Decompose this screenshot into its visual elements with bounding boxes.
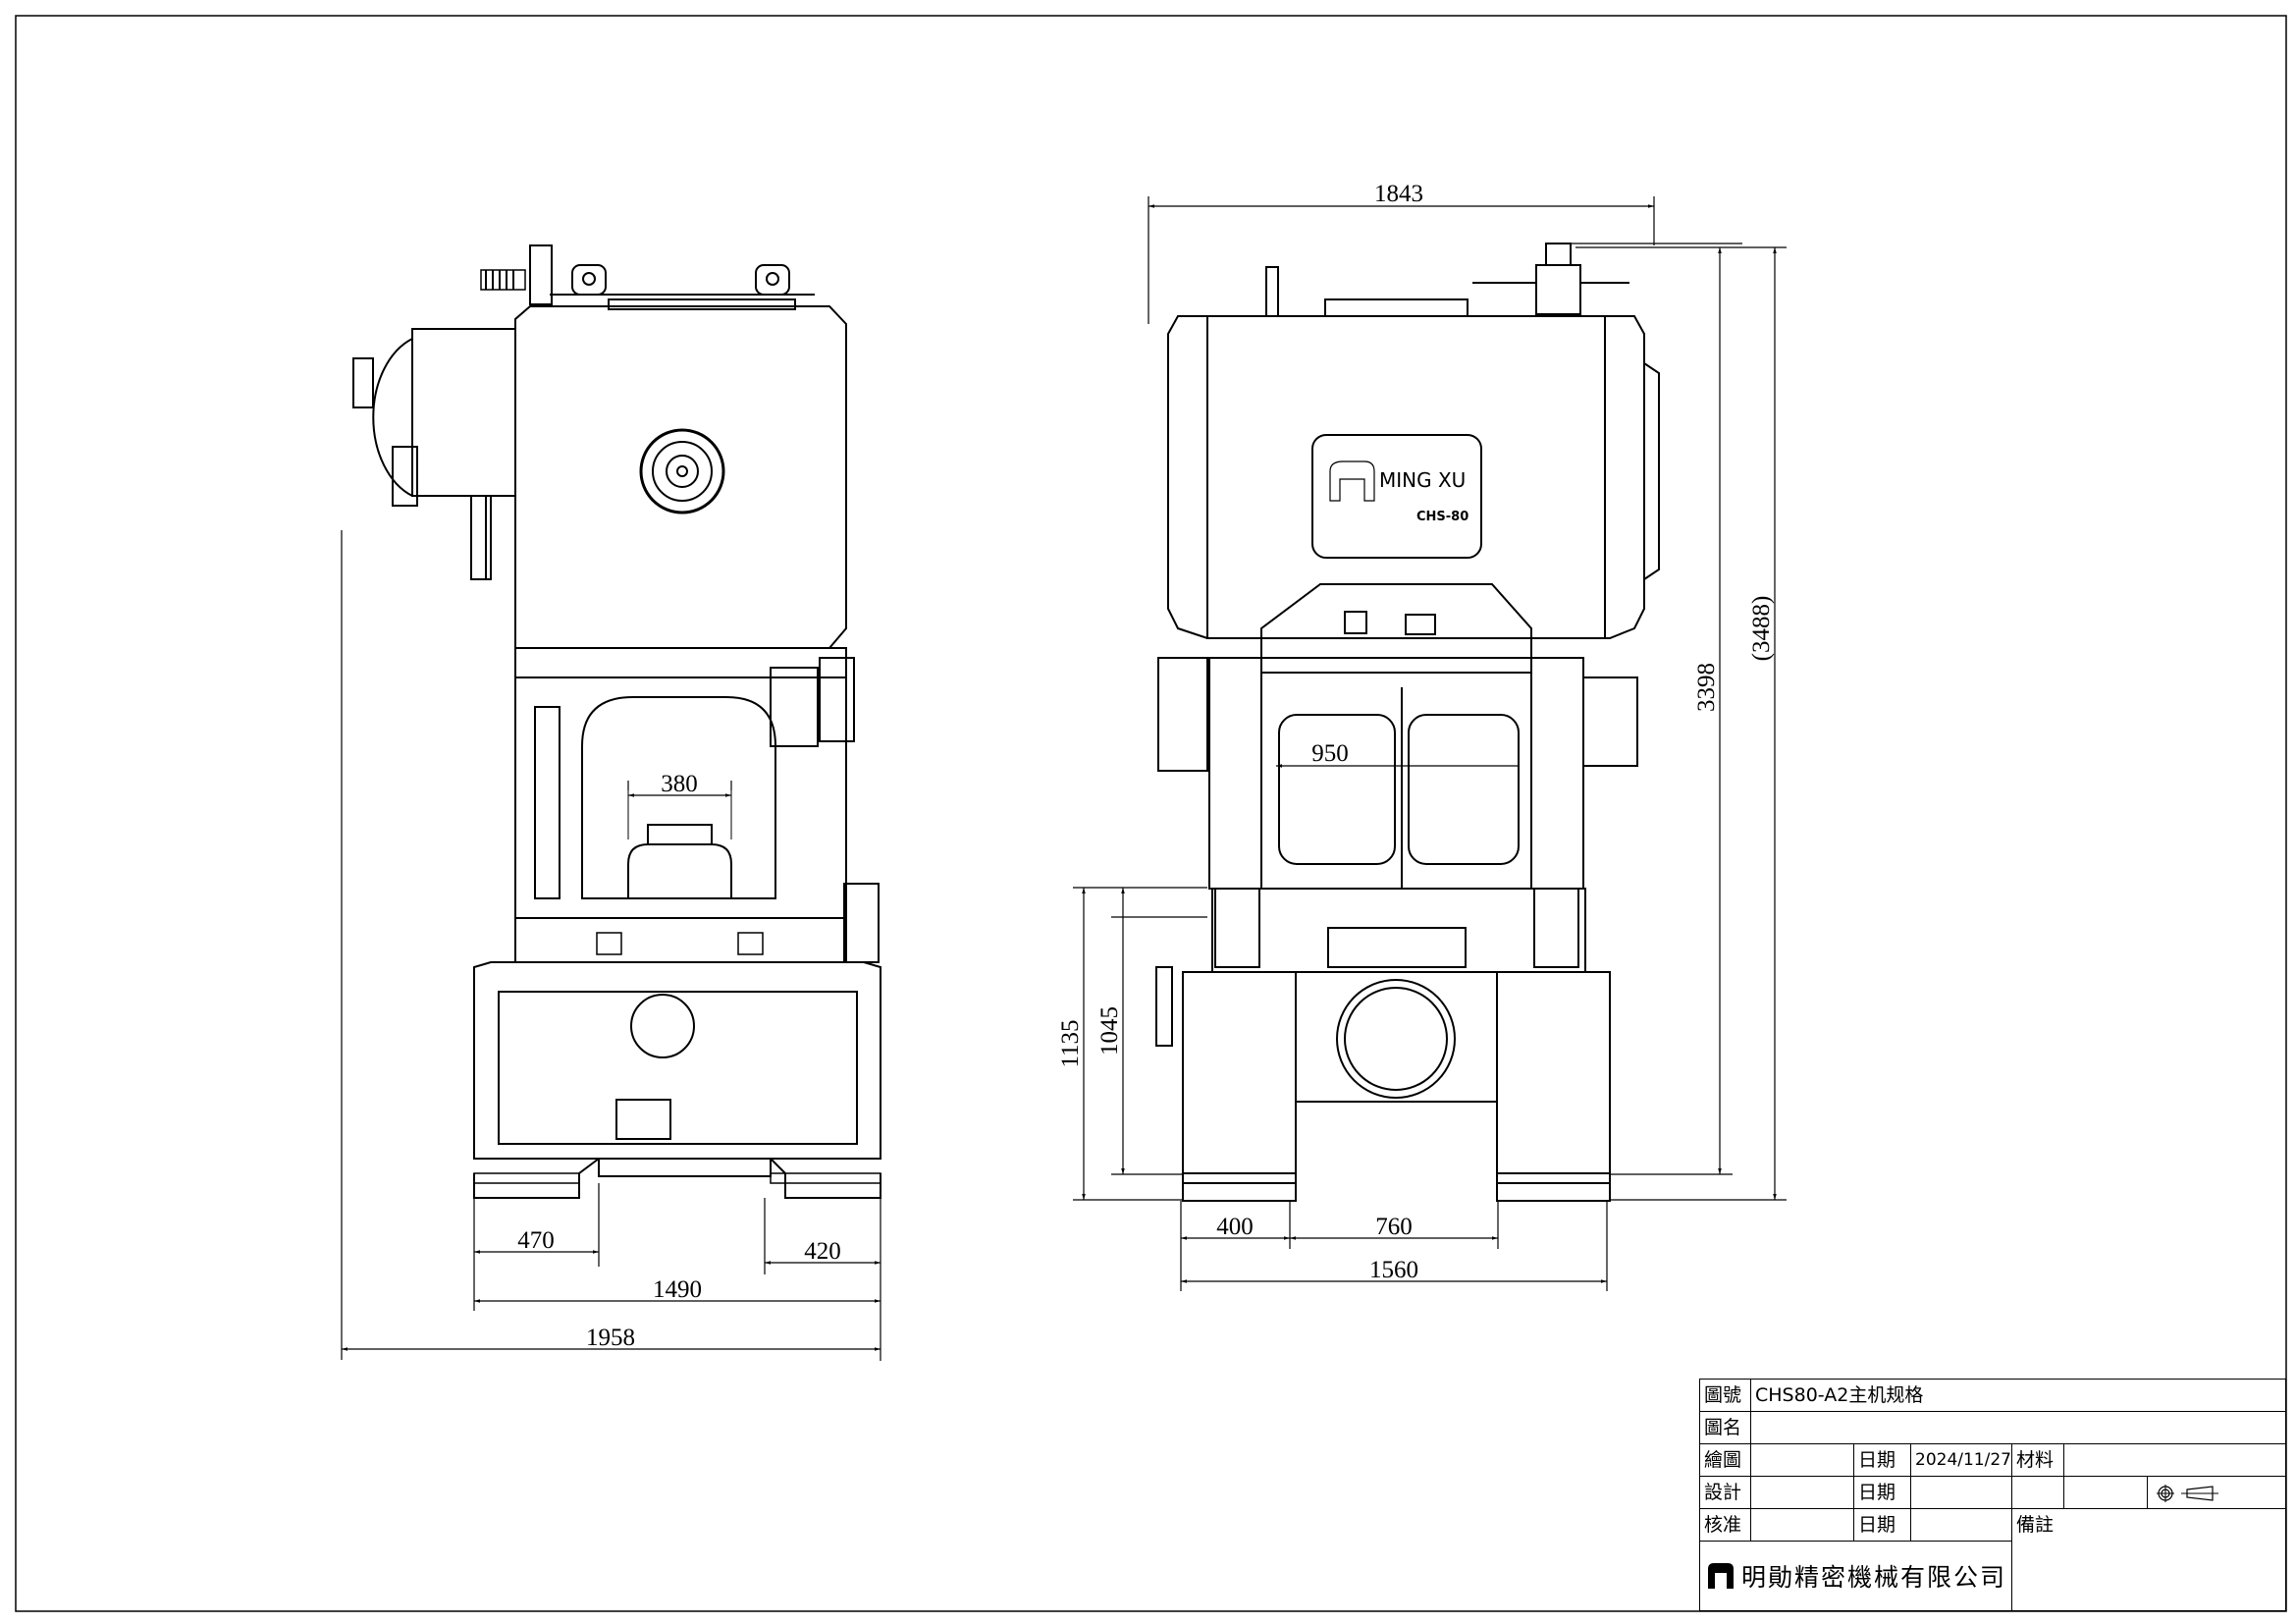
dim-base-left: 470 — [517, 1227, 555, 1254]
drawing-no-value: CHS80-A2主机规格 — [1755, 1384, 1924, 1406]
dim-die-area-width: 950 — [1311, 740, 1349, 767]
dim-table-height-1: 1135 — [1057, 1019, 1084, 1067]
nameplate-brand: MING XU — [1379, 468, 1466, 492]
nameplate-model: CHS-80 — [1416, 510, 1468, 524]
drawing-no-label: 圖號 — [1700, 1380, 1751, 1411]
design-date-label: 日期 — [1854, 1477, 1911, 1508]
brand-logo-icon — [1329, 460, 1375, 502]
title-block: 圖號 CHS80-A2主机规格 圖名 繪圖 日期 2024/11/27 材料 設… — [1699, 1379, 2286, 1611]
dim-foot-gap: 760 — [1375, 1214, 1413, 1240]
design-date-value — [1911, 1477, 2012, 1508]
approve-date-label: 日期 — [1854, 1509, 1911, 1541]
company-logo-icon — [1708, 1563, 1734, 1589]
drawn-date-value: 2024/11/27 — [1911, 1444, 2012, 1476]
design-label: 設計 — [1700, 1477, 1751, 1508]
dim-overall-depth: 1958 — [586, 1325, 635, 1351]
design-value — [1751, 1477, 1854, 1508]
dim-foot-width: 400 — [1216, 1214, 1254, 1240]
dim-base-width: 1560 — [1369, 1257, 1418, 1283]
material-value — [2064, 1444, 2280, 1476]
front-view-dimensions — [1073, 196, 1787, 1291]
company-cell: 明勛精密機械有限公司 — [1700, 1542, 2012, 1610]
drawing-name-value — [1751, 1412, 2281, 1443]
approve-label: 核准 — [1700, 1509, 1751, 1541]
remarks-cell: 備註 — [2012, 1509, 2285, 1610]
dim-table-height-2: 1045 — [1096, 1006, 1123, 1056]
dim-base-total: 1490 — [653, 1276, 702, 1303]
drawing-name-label: 圖名 — [1700, 1412, 1751, 1443]
company-name: 明勛精密機械有限公司 — [1741, 1563, 2007, 1592]
material-label: 材料 — [2012, 1444, 2064, 1476]
blank-cell — [2064, 1477, 2148, 1508]
drawn-date-label: 日期 — [1854, 1444, 1911, 1476]
side-view — [352, 244, 881, 1199]
dim-base-right: 420 — [804, 1238, 841, 1265]
dim-overall-height-ref: (3488) — [1748, 596, 1775, 662]
first-angle-projection-icon — [2157, 1485, 2218, 1502]
projection-symbol-cell — [2148, 1477, 2281, 1508]
dim-overall-height: 3398 — [1693, 663, 1720, 712]
side-view-dimensions — [341, 530, 881, 1361]
blank-cell — [2012, 1477, 2064, 1508]
drawn-by-value — [1751, 1444, 1854, 1476]
dim-overall-width: 1843 — [1374, 181, 1423, 207]
approve-date-value — [1911, 1509, 2012, 1541]
remarks-label: 備註 — [2016, 1514, 2055, 1536]
dim-die-opening: 380 — [661, 771, 698, 797]
approve-value — [1751, 1509, 1854, 1541]
drawing-border — [15, 15, 2287, 1612]
drawn-by-label: 繪圖 — [1700, 1444, 1751, 1476]
front-view — [1155, 243, 1660, 1202]
